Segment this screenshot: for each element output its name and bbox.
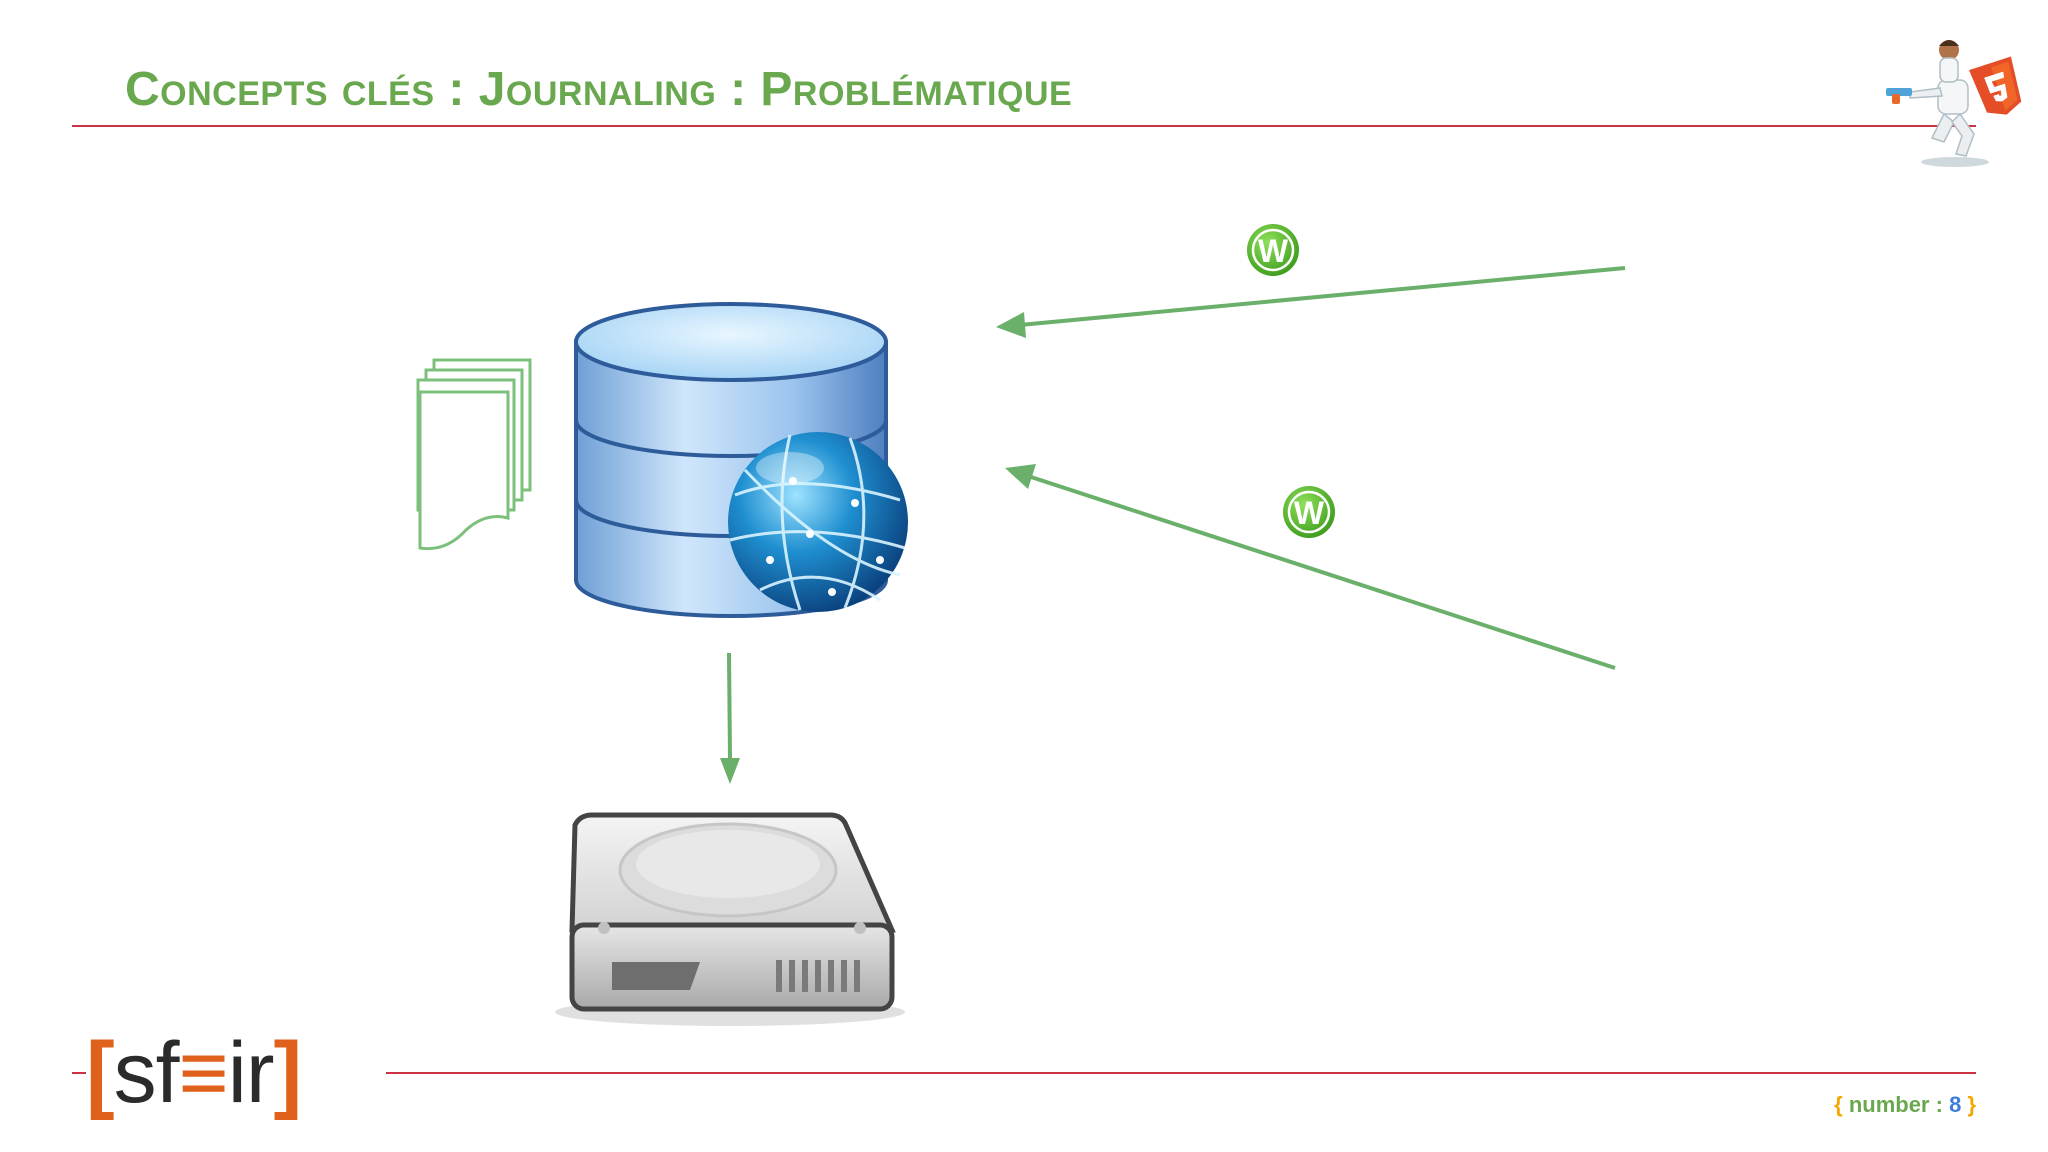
title-divider <box>72 125 1976 127</box>
globe-icon <box>728 432 908 612</box>
page-number-value: 8 <box>1949 1092 1962 1117</box>
logo-bracket-close: ] <box>273 1025 302 1121</box>
arrow-icon <box>720 266 1626 784</box>
page-title: Concepts clés : Journaling : Problématiq… <box>125 63 1073 116</box>
footer-divider <box>386 1072 1976 1074</box>
w-badge-icon: W <box>1294 495 1325 531</box>
w-badge-2: W <box>1283 486 1335 538</box>
w-badge-icon: W <box>1258 233 1289 269</box>
logo-text-after: ir <box>227 1025 275 1121</box>
logo-bracket-open: [ <box>86 1025 115 1121</box>
page-number-brace-close: } <box>1967 1092 1976 1117</box>
logo-text-before: sf <box>113 1025 180 1121</box>
footer-divider-left <box>72 1072 86 1074</box>
html5-mascot-icon <box>1886 40 2022 167</box>
documents-icon <box>416 358 532 551</box>
page-number: { number : 8 } <box>1834 1092 1976 1118</box>
sfeir-logo: [sf≡ir] <box>86 1028 386 1118</box>
w-badge-1: W <box>1247 224 1299 276</box>
hard-drive-icon <box>555 812 905 1026</box>
page-number-brace-open: { <box>1834 1092 1843 1117</box>
page-number-label: number : <box>1848 1092 1943 1117</box>
logo-eq: ≡ <box>178 1025 229 1121</box>
